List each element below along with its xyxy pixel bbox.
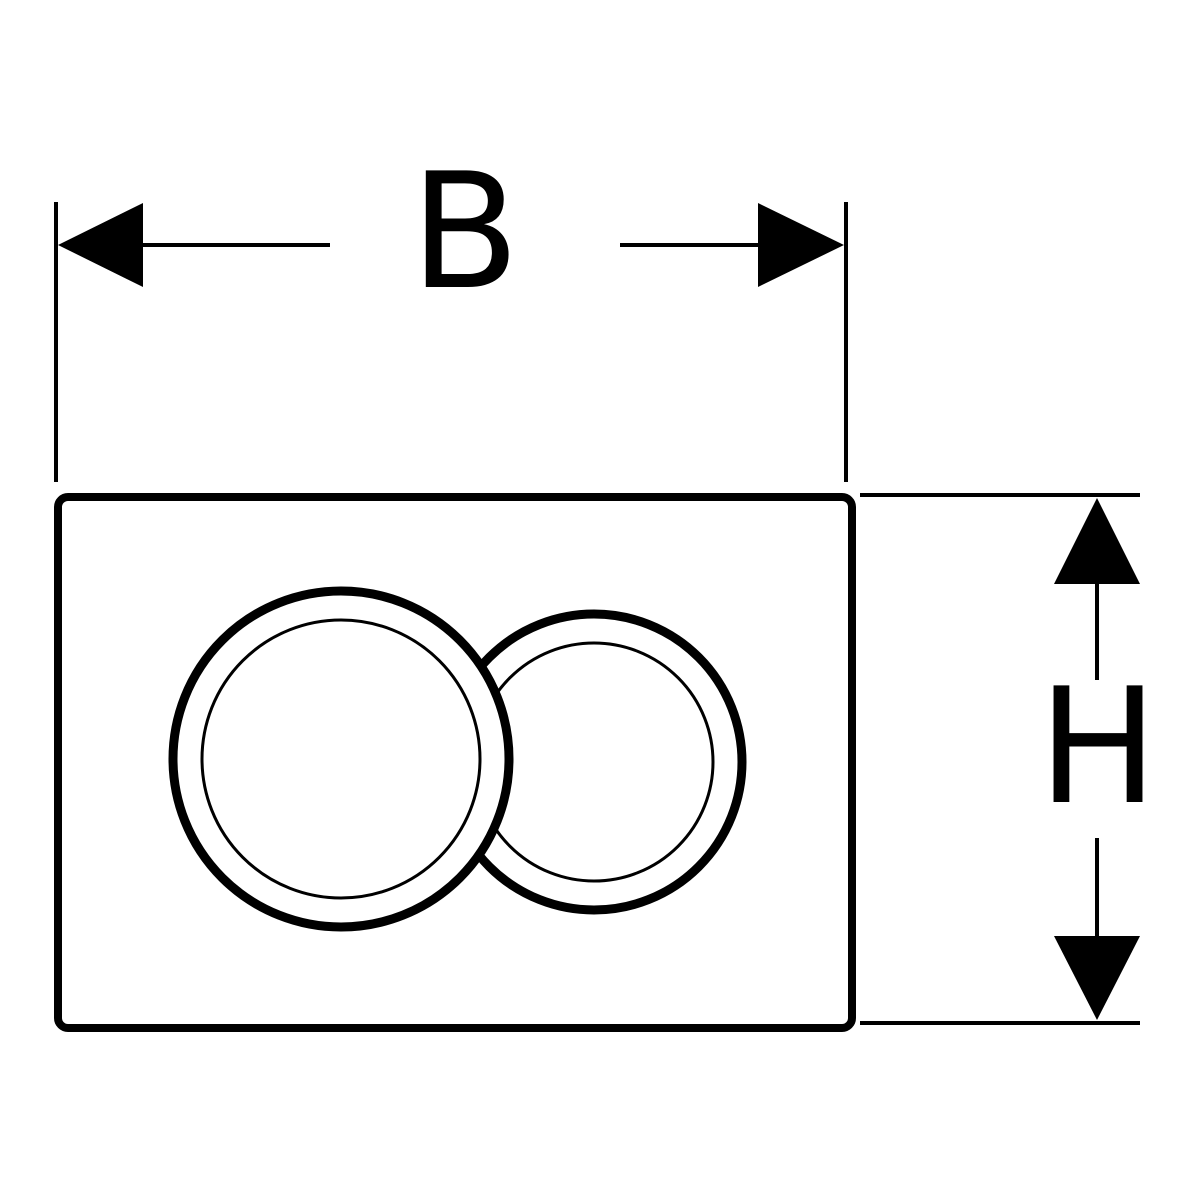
height-dimension-arrow-top (1054, 498, 1140, 680)
plate-outline (54, 493, 856, 1032)
height-dimension-arrow-bottom (1054, 838, 1140, 1020)
height-label: H (1038, 653, 1158, 840)
flush-button-large (168, 586, 514, 932)
width-dimension-arrow-left (58, 203, 330, 287)
width-label: B (410, 138, 520, 325)
width-dimension-arrow-right (620, 203, 844, 287)
